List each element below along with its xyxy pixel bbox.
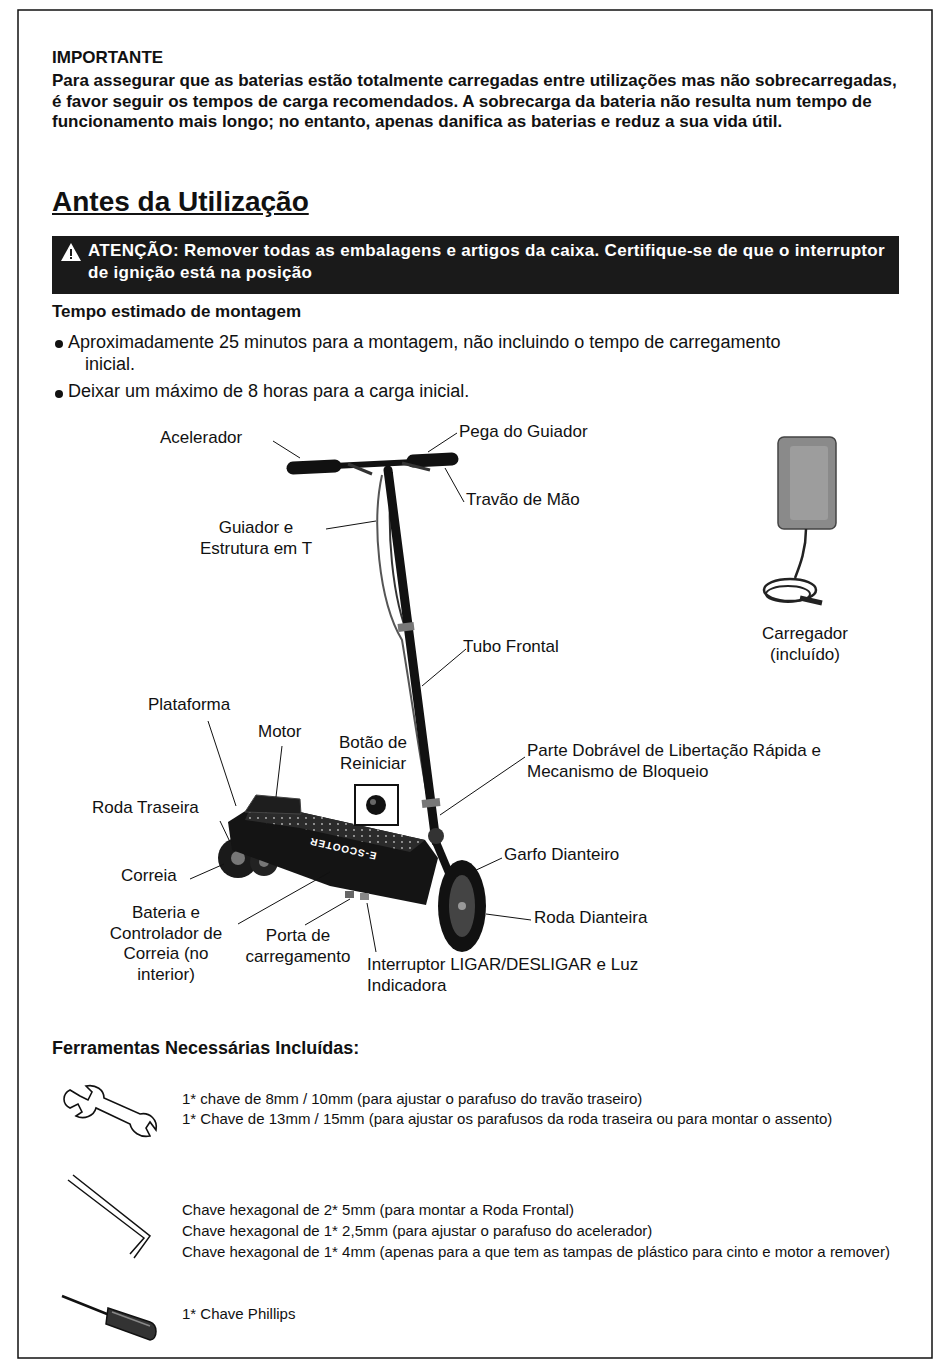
bullet-text: Aproximadamente 25 minutos para a montag… — [68, 332, 805, 376]
part-label: Motor — [258, 722, 328, 743]
note-text: Para assegurar que as baterias estão tot… — [52, 71, 902, 133]
part-label: Correia — [121, 866, 191, 887]
tool-text: Chave hexagonal de 2* 5mm (para montar a… — [182, 1201, 892, 1219]
bullet — [55, 390, 63, 398]
warning-triangle — [60, 242, 82, 262]
part-label: Tubo Frontal — [463, 637, 593, 658]
heading: IMPORTANTE — [52, 48, 902, 69]
part-label: Acelerador — [160, 428, 270, 449]
hex-key-icon — [68, 1175, 150, 1258]
part-label: Botão de Reiniciar — [328, 733, 418, 774]
tool-text: Chave hexagonal de 1* 2,5mm (para ajusta… — [182, 1222, 892, 1240]
bullet-text: Deixar um máximo de 8 horas para a carga… — [68, 381, 788, 403]
warning-text: ATENÇÃO: Remover todas as embalagens e a… — [88, 240, 893, 284]
part-label: Carregador (incluído) — [745, 624, 865, 665]
tool-text: 1* Chave Phillips — [182, 1305, 892, 1323]
subheading: Tempo estimado de montagem — [52, 302, 552, 323]
part-label: Guiador e Estrutura em T — [184, 518, 328, 559]
charger-drawing — [764, 437, 836, 603]
part-label: Roda Dianteira — [534, 908, 674, 929]
leader-lines — [190, 433, 531, 952]
part-label: Garfo Dianteiro — [504, 845, 654, 866]
wrench-icon — [64, 1086, 156, 1137]
part-label: Plataforma — [148, 695, 258, 716]
warning-band: ATENÇÃO: Remover todas as embalagens e a… — [52, 236, 899, 294]
part-label: Travão de Mão — [466, 490, 616, 511]
bullet — [55, 340, 63, 348]
part-label: Pega do Guiador — [459, 422, 619, 443]
part-label: Interruptor LIGAR/DESLIGAR e Luz Indicad… — [367, 955, 697, 996]
subheading: Ferramentas Necessárias Incluídas: — [52, 1038, 552, 1060]
tool-text: Chave hexagonal de 1* 4mm (apenas para a… — [182, 1243, 892, 1261]
section-heading: Antes da Utilização — [52, 185, 309, 219]
reset-button-box — [355, 785, 398, 825]
part-label: Bateria e Controlador de Correia (no int… — [96, 903, 236, 986]
part-label: Parte Dobrável de Libertação Rápida e Me… — [527, 741, 837, 782]
page-frame — [18, 10, 932, 1358]
screwdriver-icon — [62, 1296, 156, 1340]
tool-text: 1* chave de 8mm / 10mm (para ajustar o p… — [182, 1090, 892, 1108]
tool-text: 1* Chave de 13mm / 15mm (para ajustar os… — [182, 1110, 892, 1128]
part-label: Porta de carregamento — [237, 926, 359, 967]
part-label: Roda Traseira — [92, 798, 227, 819]
